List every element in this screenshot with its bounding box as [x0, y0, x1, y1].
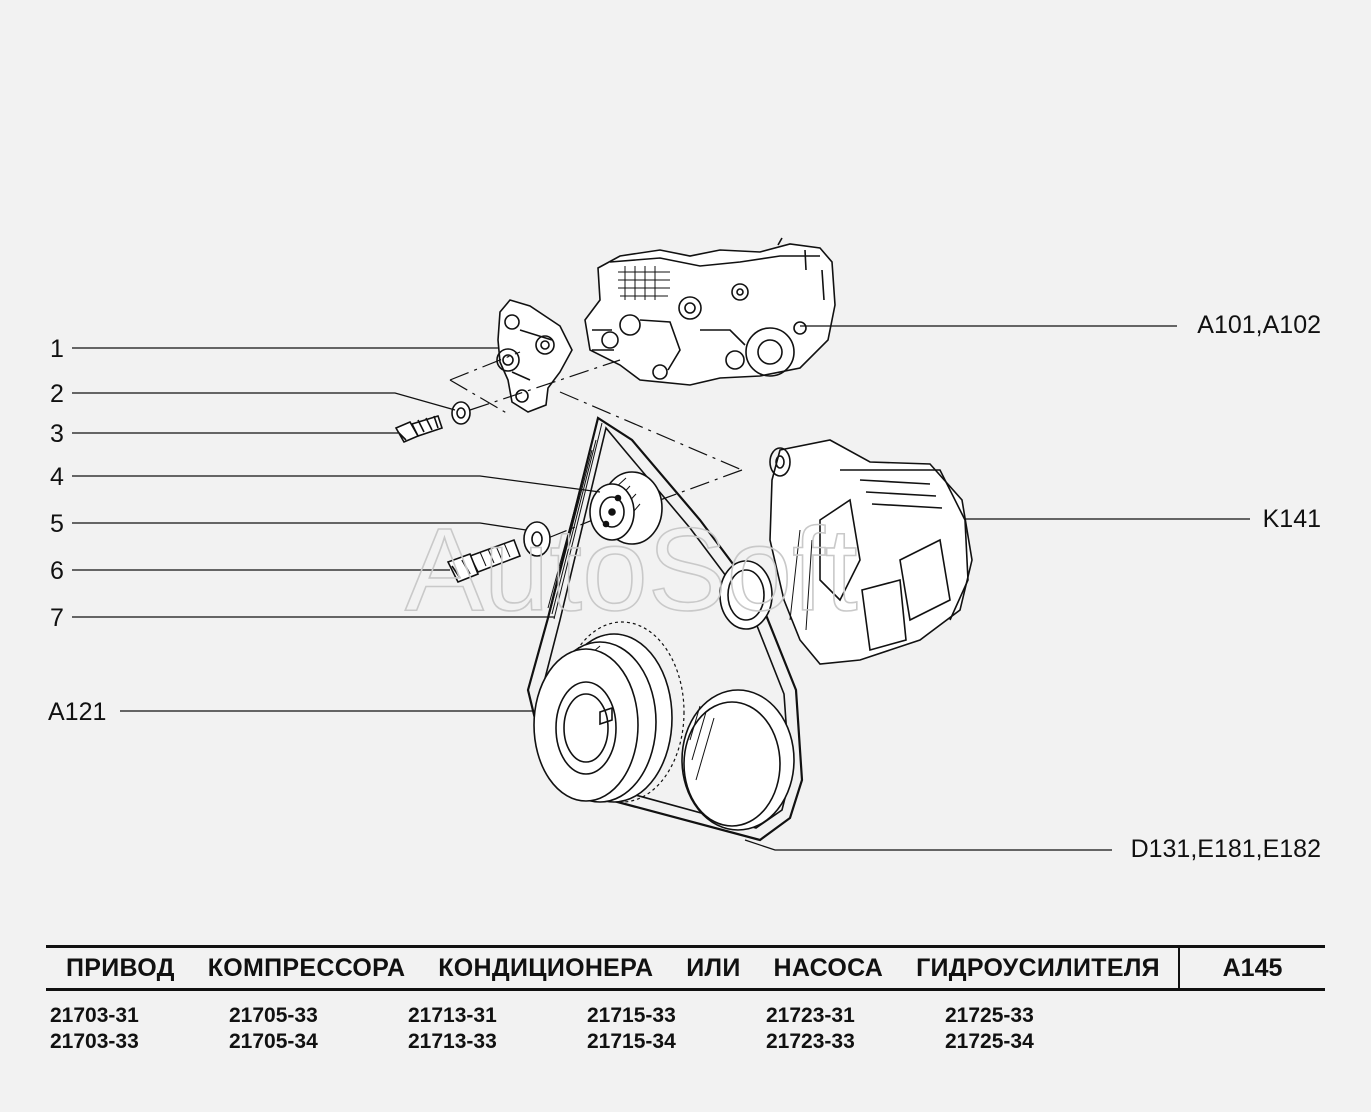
title-word: ПРИВОД	[66, 953, 175, 982]
model-code: 21723-31	[766, 1004, 855, 1027]
tensioner-pulley	[589, 471, 663, 545]
model-code: 21723-33	[766, 1030, 855, 1053]
model-list: 21703-31 21705-33 21713-31 21715-33 2172…	[50, 1004, 1124, 1054]
model-code: 21715-34	[587, 1030, 676, 1053]
pump-pulley	[681, 689, 795, 831]
bolt-short	[394, 415, 444, 444]
compressor-unit	[719, 439, 973, 665]
assembly-title: ПРИВОД КОМПРЕССОРА КОНДИЦИОНЕРА ИЛИ НАСО…	[46, 954, 1178, 983]
callout-d131-e181-e182: D131,E181,E182	[1131, 835, 1321, 863]
callout-2: 2	[50, 380, 64, 408]
callout-a121: A121	[48, 698, 106, 726]
model-code: 21703-31	[50, 1004, 139, 1027]
model-code: 21725-33	[945, 1004, 1034, 1027]
callout-7: 7	[50, 604, 64, 632]
model-code: 21703-33	[50, 1030, 139, 1053]
callout-1: 1	[50, 335, 64, 363]
model-code: 21705-33	[229, 1004, 318, 1027]
belt-drive-diagram: AutoSoft 1 2 3 4 5 6 7 A121 A101,A102 K1…	[48, 237, 1321, 863]
title-word: НАСОСА	[773, 953, 884, 982]
section-code: A145	[1178, 948, 1325, 988]
model-code: 21713-31	[408, 1004, 497, 1027]
washer-large	[523, 521, 551, 557]
title-word: ГИДРОУСИЛИТЕЛЯ	[916, 953, 1160, 982]
crankshaft-pulley	[533, 621, 685, 803]
callout-a101-a102: A101,A102	[1197, 311, 1321, 339]
washer-small	[451, 401, 471, 425]
callout-6: 6	[50, 557, 64, 585]
bolt-long	[446, 538, 522, 584]
model-code: 21713-33	[408, 1030, 497, 1053]
title-word: КОНДИЦИОНЕРА	[438, 953, 654, 982]
watermark: AutoSoft	[405, 504, 858, 636]
callout-k141: K141	[1263, 505, 1321, 533]
title-word: ИЛИ	[686, 953, 741, 982]
callout-3: 3	[50, 420, 64, 448]
title-word: КОМПРЕССОРА	[207, 953, 406, 982]
model-code: 21705-34	[229, 1030, 318, 1053]
model-code: 21715-33	[587, 1004, 676, 1027]
leader-lines	[72, 325, 1250, 851]
title-bar: ПРИВОД КОМПРЕССОРА КОНДИЦИОНЕРА ИЛИ НАСО…	[46, 945, 1325, 991]
model-code: 21725-34	[945, 1030, 1034, 1053]
callout-5: 5	[50, 510, 64, 538]
callout-4: 4	[50, 463, 64, 491]
engine-block	[584, 237, 836, 386]
tensioner-bracket	[496, 299, 573, 413]
